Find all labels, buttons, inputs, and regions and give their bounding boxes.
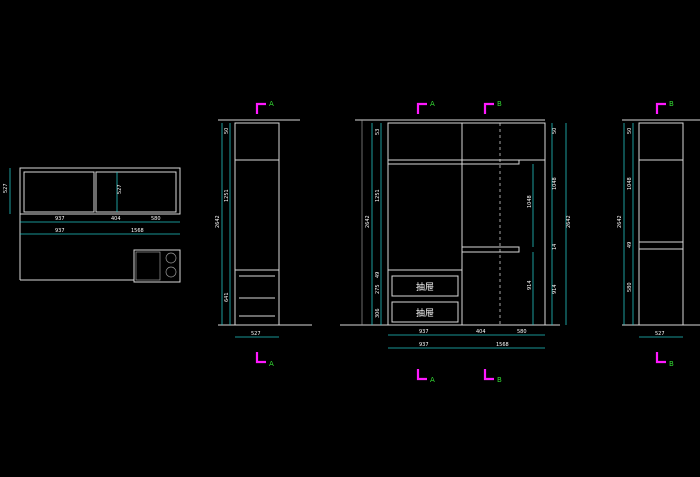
elev-dim-50: 50	[552, 128, 558, 134]
secB-dim-50: 50	[627, 128, 633, 134]
plan-dim-depth: 527	[3, 183, 9, 193]
elev-dim-right-1048: 1048	[552, 177, 558, 190]
plan-view: 527 527 937 404 580 937 1568	[3, 167, 181, 283]
plan-left-compartment	[23, 171, 95, 213]
section-b-view: 2642 50 1048 49 580 527 B B	[617, 100, 700, 368]
elev-bottom-mark-a	[416, 369, 427, 381]
elev-outline	[387, 122, 546, 326]
plan-dim-937a: 937	[55, 216, 65, 222]
front-elevation-view: 抽屉 抽屉 2642 53 1251 49 275 306 1048 914 5…	[340, 100, 572, 384]
elev-dim-914: 914	[527, 280, 533, 290]
elev-top-letter-a: A	[430, 100, 435, 108]
secA-bottom-mark	[255, 352, 266, 364]
elev-right-rail-mid	[461, 246, 520, 253]
secB-dim-527: 527	[655, 331, 665, 337]
elev-dim-49: 49	[375, 272, 381, 278]
secA-top-mark	[255, 102, 266, 114]
elev-top-letter-b: B	[497, 100, 502, 108]
elev-dim-14: 14	[552, 244, 558, 250]
plan-washer-left	[135, 251, 161, 281]
elev-bottom-mark-b	[483, 369, 494, 381]
elev-left-shelf	[387, 159, 463, 165]
elev-dim-53: 53	[375, 129, 381, 135]
elev-right-rail-top	[461, 159, 520, 165]
secA-outline	[234, 122, 280, 326]
plan-cabinet-outline	[19, 167, 181, 215]
secA-dim-50: 50	[224, 128, 230, 134]
secA-top-letter: A	[269, 100, 274, 108]
elev-drawer-upper	[391, 275, 459, 297]
elev-dim-404: 404	[476, 329, 486, 335]
plan-dim-404: 404	[111, 216, 121, 222]
secB-dim-1048: 1048	[627, 177, 633, 190]
plan-dim-inner: 527	[117, 184, 123, 194]
elev-dim-275: 275	[375, 284, 381, 294]
elev-drawer-upper-label: 抽屉	[416, 281, 434, 293]
elev-top-mark-a	[416, 102, 427, 114]
secA-dim-527: 527	[251, 331, 261, 337]
plan-dim-580: 580	[151, 216, 161, 222]
plan-dim-937b: 937	[55, 228, 65, 234]
elev-dim-2642: 2642	[365, 215, 371, 228]
elev-bottom-letter-b: B	[497, 376, 502, 384]
plan-right-compartment	[95, 171, 177, 213]
elev-drawer-lower-label: 抽屉	[416, 307, 434, 319]
elev-drawer-lower	[391, 301, 459, 323]
elev-dim-937b: 937	[419, 342, 429, 348]
elev-top-mark-b	[483, 102, 494, 114]
secB-bottom-mark	[655, 352, 666, 364]
section-a-view: 2642 50 1251 641 527 A A	[215, 100, 312, 368]
elev-dim-937a: 937	[419, 329, 429, 335]
secA-dim-1251: 1251	[224, 189, 230, 202]
secB-dim-2642: 2642	[617, 215, 623, 228]
secB-dim-580: 580	[627, 282, 633, 292]
elev-bottom-letter-a: A	[430, 376, 435, 384]
plan-dim-1568: 1568	[131, 228, 144, 234]
elev-dim-right-914: 914	[552, 284, 558, 294]
elev-dim-right-2642: 2642	[566, 215, 572, 228]
secB-top-mark	[655, 102, 666, 114]
secB-bottom-letter: B	[669, 360, 674, 368]
secB-dim-49: 49	[627, 242, 633, 248]
secB-outline	[638, 122, 684, 326]
secA-dim-2642: 2642	[215, 215, 221, 228]
secB-top-letter: B	[669, 100, 674, 108]
elev-dim-1251: 1251	[375, 189, 381, 202]
secA-bottom-letter: A	[269, 360, 274, 368]
plan-washer-box	[133, 249, 181, 283]
secA-dim-641: 641	[224, 292, 230, 302]
elev-dim-306: 306	[375, 308, 381, 318]
elev-dim-580: 580	[517, 329, 527, 335]
plan-washer-drum-top	[165, 252, 177, 264]
elev-dim-1048: 1048	[527, 195, 533, 208]
plan-washer-drum-bottom	[165, 266, 177, 278]
elev-dim-1568: 1568	[496, 342, 509, 348]
